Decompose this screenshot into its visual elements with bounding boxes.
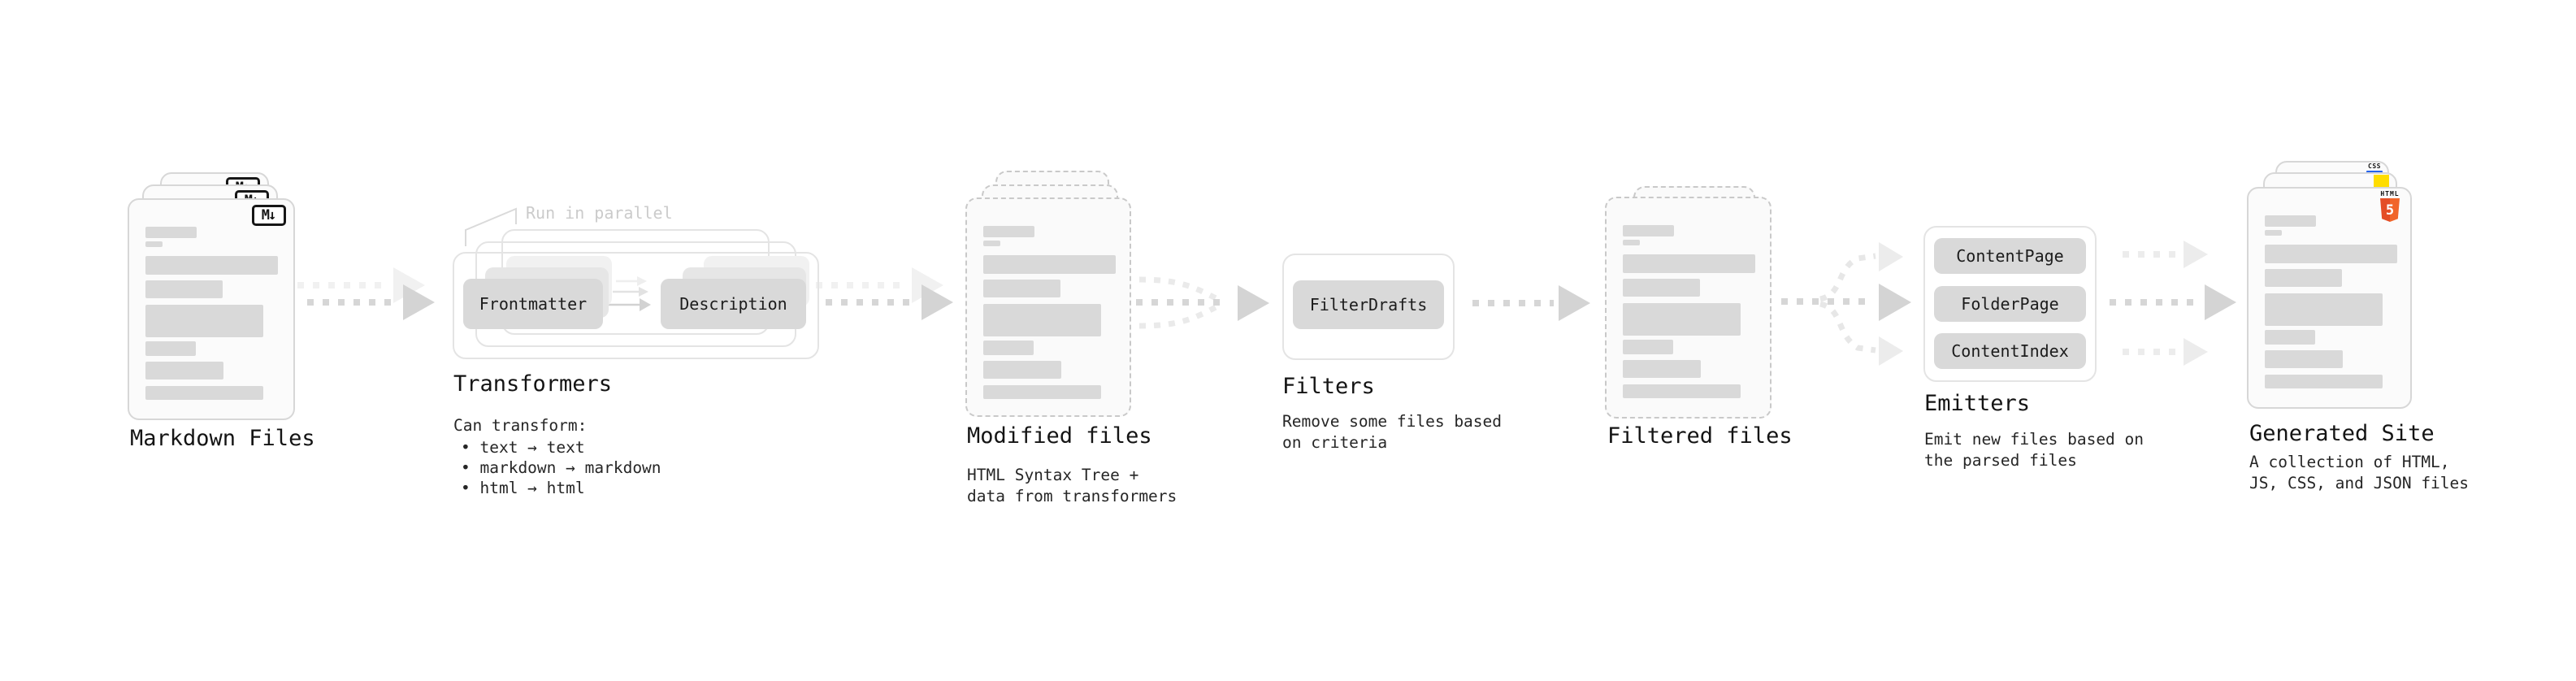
run-in-parallel-leader-line <box>465 207 517 246</box>
html5-icon: HTML 5 <box>2379 190 2400 222</box>
arrow-frontmatter-to-description <box>608 298 651 311</box>
js-icon <box>2374 175 2389 189</box>
transformers-bullet: • markdown → markdown <box>461 458 661 477</box>
arrow-emitters-to-site-middle <box>2110 284 2236 320</box>
arrow-frontmatter-to-description-ghost2 <box>616 276 647 286</box>
markdown-file-front <box>128 198 295 420</box>
contentindex-button: ContentIndex <box>1934 333 2086 369</box>
subtitle-line: the parsed files <box>1924 451 2077 470</box>
arrow-transformers-to-modified-ghost <box>816 267 943 303</box>
arrow-filters-to-filtered <box>1472 285 1590 321</box>
arrow-emitters-to-site-top <box>2123 241 2208 268</box>
html5-icon-label: HTML <box>2380 190 2400 197</box>
run-in-parallel-note: Run in parallel <box>526 203 673 223</box>
css-icon-label: CSS <box>2368 163 2381 170</box>
subtitle-line: Emit new files based on <box>1924 430 2144 449</box>
filtered-files-title: Filtered files <box>1607 423 1793 449</box>
transformers-heading: Can transform: <box>453 416 588 435</box>
folderpage-button: FolderPage <box>1934 286 2086 322</box>
arrow-modified-to-filters <box>1136 276 1269 329</box>
emitters-box <box>1923 226 2097 382</box>
file-content-bars <box>2249 189 2410 407</box>
arrow-emitters-to-site-bottom <box>2123 338 2208 366</box>
site-file-front <box>2247 187 2412 409</box>
subtitle-line: Remove some files based <box>1282 412 1503 431</box>
contentpage-button: ContentPage <box>1934 238 2086 274</box>
arrow-markdown-to-transformers-ghost <box>297 267 425 303</box>
transformers-title: Transformers <box>453 371 613 397</box>
subtitle-line: A collection of HTML, <box>2249 453 2450 471</box>
transformers-bullet: • html → html <box>461 479 585 497</box>
description-button: Description <box>661 279 806 329</box>
subtitle-line: on criteria <box>1282 433 1388 452</box>
filterdrafts-button: FilterDrafts <box>1293 280 1444 329</box>
html5-icon-number: 5 <box>2385 202 2395 219</box>
arrow-transformers-to-modified <box>826 284 953 320</box>
markdown-files-title: Markdown Files <box>130 426 315 451</box>
arrow-frontmatter-to-description-ghost1 <box>613 287 648 297</box>
subtitle-line: data from transformers <box>967 487 1177 505</box>
file-content-bars <box>1607 198 1770 417</box>
file-content-bars <box>967 199 1130 415</box>
filters-subtitle: Remove some files based on criteria <box>1282 411 1502 453</box>
modified-files-subtitle: HTML Syntax Tree + data from transformer… <box>967 465 1177 507</box>
generated-site-subtitle: A collection of HTML, JS, CSS, and JSON … <box>2249 452 2469 494</box>
file-content-bars <box>129 200 293 419</box>
emitters-subtitle: Emit new files based on the parsed files <box>1924 429 2144 471</box>
html5-icon-shield: 5 <box>2380 198 2400 222</box>
modified-files-title: Modified files <box>967 423 1152 449</box>
markdown-icon: M↓ <box>252 205 286 226</box>
filtered-file-front <box>1605 197 1772 419</box>
filters-title: Filters <box>1282 374 1375 399</box>
emitters-title: Emitters <box>1924 391 2031 416</box>
subtitle-line: JS, CSS, and JSON files <box>2249 474 2470 492</box>
transformers-box-front <box>453 252 819 359</box>
subtitle-line: HTML Syntax Tree + <box>967 466 1139 484</box>
filters-box <box>1282 254 1455 360</box>
generated-site-title: Generated Site <box>2249 421 2435 446</box>
arrow-markdown-to-transformers <box>307 284 435 320</box>
frontmatter-button: Frontmatter <box>463 279 603 329</box>
arrow-filtered-to-emitters <box>1781 242 1911 366</box>
modified-file-front <box>965 197 1131 417</box>
transformers-bullet: • text → text <box>461 438 585 457</box>
